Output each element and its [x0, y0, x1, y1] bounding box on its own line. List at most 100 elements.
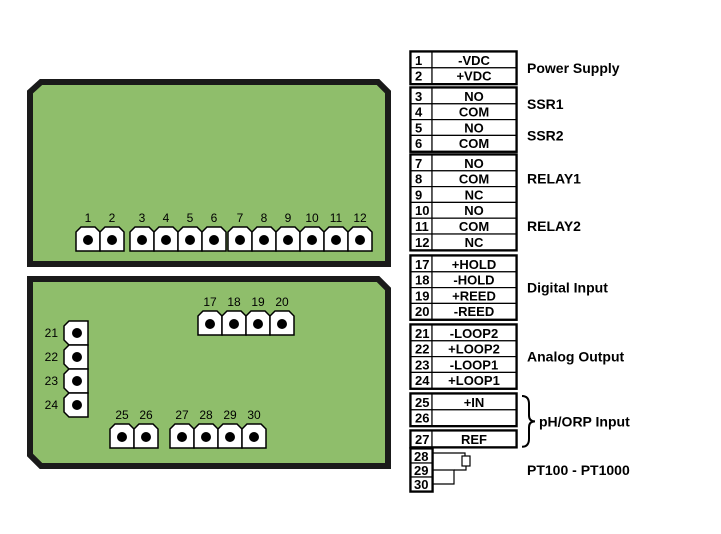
terminal-screw: [185, 235, 195, 245]
terminal-screw: [249, 432, 259, 442]
terminal-5: 5: [177, 211, 203, 252]
legend-signal-label: NO: [464, 120, 484, 135]
legend-function-name: SSR2: [527, 127, 564, 143]
legend-terminal-number: 17: [415, 257, 429, 272]
legend-terminal-number: 20: [415, 304, 429, 319]
terminal-22: 22: [45, 344, 89, 370]
legend-terminal-number: 12: [415, 235, 429, 250]
terminal-screw: [259, 235, 269, 245]
terminal-screw: [137, 235, 147, 245]
terminal-number: 20: [275, 295, 289, 309]
terminal-screw: [283, 235, 293, 245]
terminal-screw: [307, 235, 317, 245]
legend-group-frame: [409, 392, 518, 428]
terminal-screw: [235, 235, 245, 245]
terminal-12: 12: [347, 211, 373, 252]
legend-terminal-number: 18: [415, 273, 429, 288]
legend-terminal-number: 7: [415, 156, 422, 171]
upper-board-panel: [27, 79, 391, 267]
terminal-number: 27: [175, 408, 189, 422]
legend-terminal-number: 2: [415, 69, 422, 84]
terminal-28: 28: [193, 408, 219, 449]
legend-group-frame: [409, 323, 518, 390]
terminal-26: 26: [133, 408, 159, 449]
legend-label-cell: [431, 302, 517, 320]
legend-signal-label: NO: [464, 203, 484, 218]
legend-signal-label: COM: [459, 219, 489, 234]
terminal-number: 30: [247, 408, 261, 422]
legend-function-name: Analog Output: [527, 349, 625, 365]
legend-label-cell: [431, 430, 517, 448]
terminal-number: 10: [305, 211, 319, 225]
terminal-screw: [141, 432, 151, 442]
terminal-number: 9: [285, 211, 292, 225]
legend-signal-label: +HOLD: [452, 257, 496, 272]
terminals-17-20-strip: 17 18 19 20: [197, 295, 295, 336]
legend-signal-label: +VDC: [456, 69, 492, 84]
legend-terminal-number: 28: [414, 449, 428, 464]
legend-terminal-number: 25: [415, 395, 429, 410]
terminal-number: 4: [163, 211, 170, 225]
terminal-7: 7: [227, 211, 253, 252]
terminal-number: 17: [203, 295, 217, 309]
legend-group-frame: [409, 50, 518, 86]
terminal-screw: [209, 235, 219, 245]
terminal-screw: [205, 319, 215, 329]
legend-group-frame: [409, 254, 518, 321]
legend-terminal-number: 22: [415, 342, 429, 357]
legend-signal-label: REF: [461, 432, 487, 447]
legend-group-frame: [409, 153, 518, 252]
rtd-sensor-icon: [432, 452, 471, 485]
terminal-number: 21: [45, 326, 59, 340]
terminal-screw: [277, 319, 287, 329]
legend-terminal-number: 4: [415, 105, 423, 120]
legend-signal-label: +LOOP2: [448, 342, 500, 357]
legend-terminal-number: 11: [415, 219, 429, 234]
legend-terminal-number: 21: [415, 326, 429, 341]
terminal-number: 22: [45, 350, 59, 364]
legend-label-cell: [431, 371, 517, 389]
terminal-19: 19: [245, 295, 271, 336]
legend-signal-label: NO: [464, 89, 484, 104]
legend-terminal-number: 27: [415, 432, 429, 447]
legend-signal-label: COM: [459, 105, 489, 120]
legend-function-name: pH/ORP Input: [539, 413, 630, 429]
terminal-20: 20: [269, 295, 295, 336]
terminal-number: 3: [139, 211, 146, 225]
terminal-screw: [107, 235, 117, 245]
legend-signal-label: NC: [465, 235, 484, 250]
legend-signal-label: -LOOP1: [450, 357, 498, 372]
terminal-number: 28: [199, 408, 213, 422]
terminal-number: 23: [45, 374, 59, 388]
legend-terminal-number: 8: [415, 172, 422, 187]
terminal-screw: [355, 235, 365, 245]
legend-signal-label: -HOLD: [453, 273, 494, 288]
legend-terminal-number: 19: [415, 288, 429, 303]
terminal-8: 8: [251, 211, 277, 252]
terminal-screw: [72, 400, 82, 410]
lower-board-panel: [27, 276, 391, 469]
terminal-number: 24: [45, 398, 59, 412]
terminal-screw: [253, 319, 263, 329]
legend-function-name: RELAY2: [527, 218, 581, 234]
terminal-screw: [201, 432, 211, 442]
terminal-number: 18: [227, 295, 241, 309]
legend-terminal-number: 30: [414, 477, 428, 492]
legend-label-cell: [431, 233, 517, 251]
legend-label-cell: [431, 134, 517, 152]
terminal-screw: [72, 376, 82, 386]
terminals-21-24-strip: 21 22 23 24: [45, 320, 89, 418]
terminal-25: 25: [109, 408, 135, 449]
legend-signal-label: NC: [465, 187, 484, 202]
terminal-number: 25: [115, 408, 129, 422]
legend-function-name: RELAY1: [527, 171, 581, 187]
